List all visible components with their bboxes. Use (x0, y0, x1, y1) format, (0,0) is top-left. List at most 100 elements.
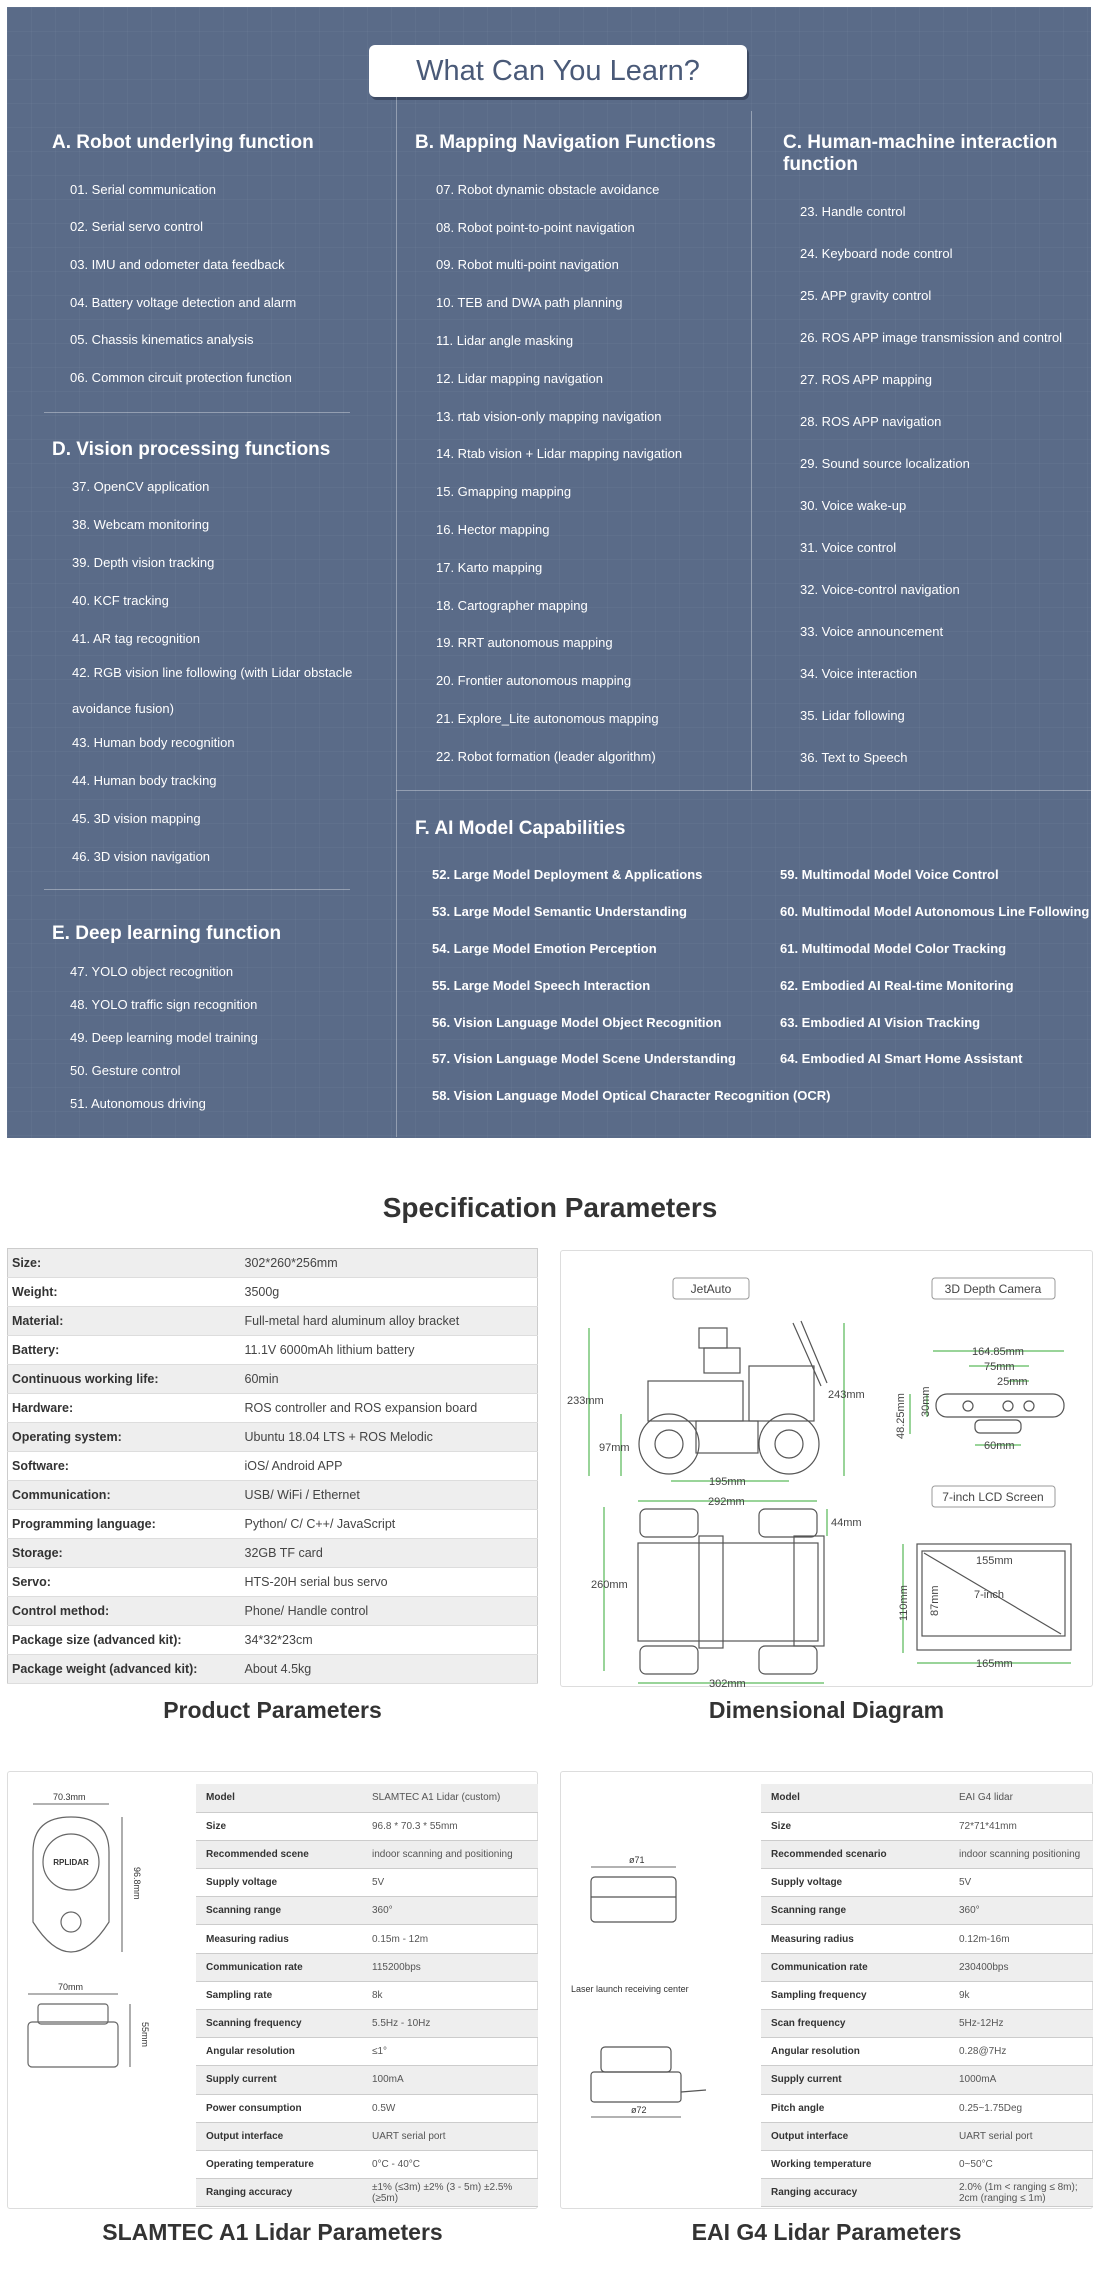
table-row: Control method:Phone/ Handle control (7, 1596, 538, 1626)
table-row: Package size (advanced kit):34*32*23cm (7, 1625, 538, 1655)
param-value: 100mA (362, 2065, 538, 2095)
param-value: 34*32*23cm (240, 1625, 538, 1655)
param-name: Communication rate (761, 1953, 949, 1982)
list-item: 54. Large Model Emotion Perception (432, 940, 657, 956)
table-row: Operating system:Ubuntu 18.04 LTS + ROS … (7, 1422, 538, 1452)
section-c-heading: C. Human-machine interaction function (783, 132, 1058, 175)
rplidar-logo: RPLIDAR (53, 1858, 89, 1867)
dim-label: ø71 (629, 1855, 645, 1865)
param-name: Output interface (761, 2122, 949, 2151)
param-name: Scan frequency (761, 2009, 949, 2039)
list-item: 30. Voice wake-up (800, 498, 907, 513)
dim-label: 96.8mm (132, 1867, 142, 1900)
param-name: Package size (advanced kit): (7, 1625, 241, 1655)
param-name: Size (761, 1812, 949, 1841)
param-value: UART serial port (949, 2122, 1093, 2151)
list-item: 21. Explore_Lite autonomous mapping (436, 711, 659, 727)
param-name: Operating system: (7, 1422, 241, 1452)
list-item: 05. Chassis kinematics analysis (70, 332, 254, 348)
param-name: Package weight (advanced kit): (7, 1654, 241, 1684)
param-value: UART serial port (362, 2122, 538, 2151)
list-item: 53. Large Model Semantic Understanding (432, 904, 687, 920)
param-value: 115200bps (362, 1953, 538, 1982)
list-item: 60. Multimodal Model Autonomous Line Fol… (780, 904, 1090, 920)
list-item: 28. ROS APP navigation (800, 414, 942, 429)
a1-lidar-drawing: 70.3mm 96.8mm 70mm 55mm RPLIDAR (27, 1792, 150, 2068)
dim-label: 292mm (708, 1496, 745, 1508)
dim-label: 60mm (984, 1440, 1015, 1452)
list-item: 31. Voice control (800, 540, 897, 555)
list-item: 10. TEB and DWA path planning (436, 295, 623, 311)
param-value: Full-metal hard aluminum alloy bracket (240, 1306, 538, 1336)
param-value: ±1% (≤3m) ±2% (3 - 5m) ±2.5% (≥5m) (362, 2178, 538, 2208)
table-row: Weight:3500g (7, 1277, 538, 1307)
param-value: 0°C - 40°C (362, 2150, 538, 2180)
list-item: 62. Embodied AI Real-time Monitoring (780, 977, 1014, 993)
param-value: 0.15m - 12m (362, 1924, 538, 1954)
list-item: 13. rtab vision-only mapping navigation (436, 408, 662, 424)
what-can-you-learn-panel: What Can You Learn? A. Robot underlying … (7, 7, 1091, 1138)
list-item: 58. Vision Language Model Optical Charac… (432, 1088, 831, 1104)
param-name: Supply current (196, 2065, 362, 2095)
list-item: 42. RGB vision line following (with Lida… (72, 665, 353, 716)
list-item: 19. RRT autonomous mapping (436, 635, 613, 651)
param-name: Hardware: (7, 1393, 241, 1423)
dim-label: 165mm (976, 1658, 1013, 1670)
dim-label: 30mm (920, 1386, 932, 1417)
param-value: 0.5W (362, 2094, 538, 2123)
list-item: 08. Robot point-to-point navigation (436, 219, 635, 235)
list-item: 43. Human body recognition (72, 735, 235, 750)
param-name: Sampling frequency (761, 1981, 949, 2011)
param-name: Software: (7, 1451, 241, 1481)
dim-label: 243mm (828, 1389, 865, 1401)
dim-label: 75mm (984, 1361, 1015, 1373)
list-item: 16. Hector mapping (436, 522, 550, 538)
list-item: 49. Deep learning model training (70, 1029, 258, 1045)
dim-label: 55mm (140, 2022, 150, 2047)
param-value: ≤1° (362, 2037, 538, 2067)
param-name: Programming language: (7, 1509, 241, 1539)
param-value: 302*260*256mm (240, 1248, 538, 1278)
dim-label: 70mm (58, 1982, 83, 1992)
param-name: Model (761, 1784, 949, 1813)
section-divider (44, 889, 350, 890)
section-d-heading: D. Vision processing functions (52, 439, 331, 460)
param-name: Ranging accuracy (196, 2178, 362, 2208)
laser-center-label: Laser launch receiving center (571, 1984, 689, 1994)
dimensional-diagram-caption: Dimensional Diagram (708, 1697, 945, 1723)
dim-label: 7-inch (974, 1589, 1004, 1601)
list-item: 38. Webcam monitoring (72, 517, 210, 532)
param-name: Control method: (7, 1596, 241, 1626)
param-value: 0~50°C (949, 2150, 1093, 2180)
section-f-left-list: 52. Large Model Deployment & Application… (432, 857, 831, 1115)
list-item: 35. Lidar following (800, 708, 905, 723)
param-name: Material: (7, 1306, 241, 1336)
param-value: 2.0% (1m < ranging ≤ 8m); 2cm (ranging ≤… (949, 2178, 1093, 2208)
param-value: HTS-20H serial bus servo (240, 1567, 538, 1597)
camera-label: 3D Depth Camera (945, 1282, 1042, 1296)
param-value: 230400bps (949, 1953, 1093, 1982)
column-divider (751, 111, 752, 791)
param-value: 360° (949, 1896, 1093, 1926)
param-value: About 4.5kg (240, 1654, 538, 1684)
param-value: Ubuntu 18.04 LTS + ROS Melodic (240, 1422, 538, 1452)
list-item: 51. Autonomous driving (70, 1095, 206, 1111)
param-name: Scanning frequency (196, 2009, 362, 2039)
list-item: 27. ROS APP mapping (800, 372, 933, 387)
param-name: Communication rate (196, 1953, 362, 1982)
robot-side-view-drawing (637, 1320, 1072, 1675)
list-item: 24. Keyboard node control (800, 246, 953, 261)
